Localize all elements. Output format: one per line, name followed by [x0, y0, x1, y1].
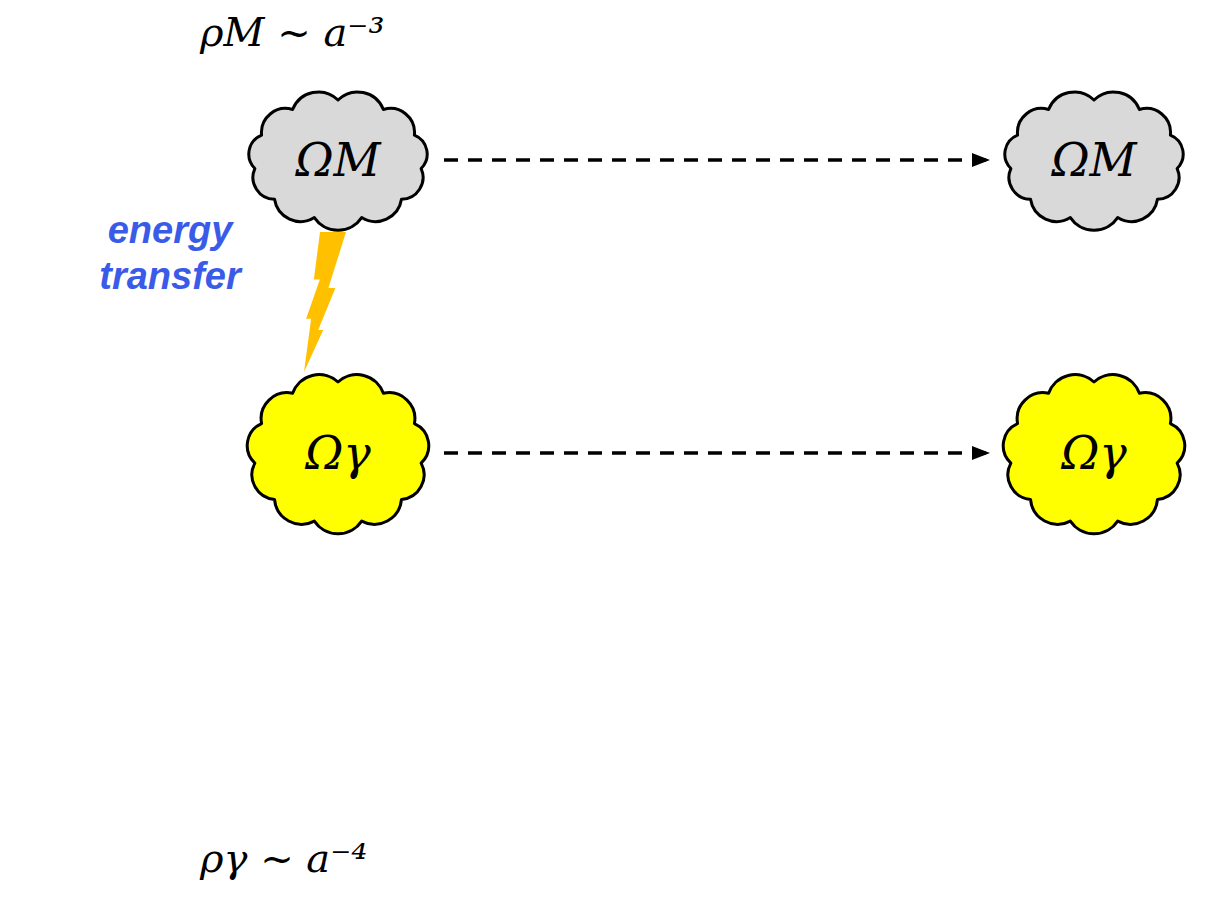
- lightning-bolt: [304, 232, 346, 372]
- cloud-shape: [1005, 92, 1183, 230]
- cloud-shape: [247, 375, 428, 534]
- cloud-shape: [1003, 375, 1184, 534]
- scaling-label: ρM ~ a⁻³: [200, 10, 384, 54]
- cloud-shape: [249, 92, 427, 230]
- cloud-node: Ωγ: [994, 366, 1194, 540]
- cloud-node: ΩM: [994, 84, 1194, 236]
- cloud-node: ΩM: [238, 84, 438, 236]
- edge-label: energy transfer: [80, 208, 260, 299]
- symbol-text: ΩM: [1051, 135, 1136, 186]
- scaling-label: ργ ~ a⁻⁴: [200, 836, 367, 880]
- dashed-arrow: [444, 158, 988, 162]
- symbol-text: Ωγ: [305, 428, 371, 479]
- symbol-text: ΩM: [295, 135, 380, 186]
- symbol-text: Ωγ: [1061, 428, 1127, 479]
- dashed-arrow: [444, 451, 988, 455]
- cloud-node: Ωγ: [238, 366, 438, 540]
